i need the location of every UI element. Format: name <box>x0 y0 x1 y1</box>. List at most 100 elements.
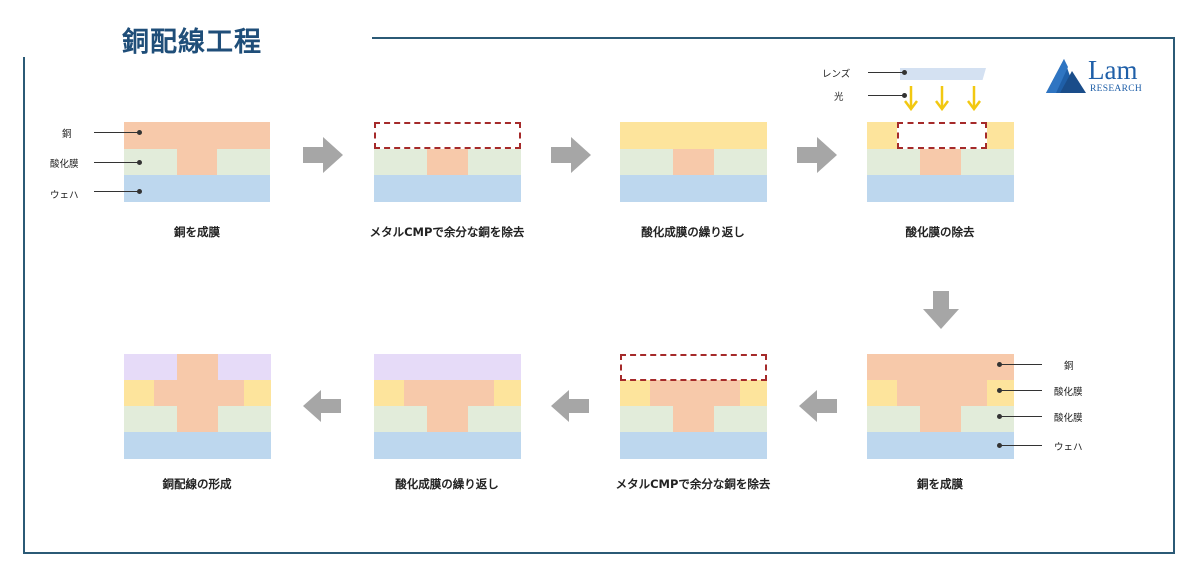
wafer-layer <box>620 175 767 202</box>
label-wafer: ウェハ <box>1054 442 1083 453</box>
arrow-right-icon <box>551 137 591 173</box>
step-7-caption: 酸化成膜の繰り返し <box>395 477 499 491</box>
oxide-layer-right <box>714 149 767 175</box>
wafer-layer <box>124 175 270 202</box>
step-2-caption: メタルCMPで余分な銅を除去 <box>369 225 525 239</box>
label-lens: レンズ <box>822 69 851 80</box>
oxide-layer-left <box>374 149 427 175</box>
step-3-diagram <box>620 122 767 202</box>
leader-dot <box>902 93 907 98</box>
label-copper: 銅 <box>1064 361 1074 372</box>
oxide-layer-right <box>218 406 271 432</box>
step-2-diagram <box>374 122 521 202</box>
leader-dot <box>997 362 1002 367</box>
oxide-second-left <box>374 380 404 406</box>
leader-dot <box>997 443 1002 448</box>
copper-layer <box>124 122 270 149</box>
oxide-second-right <box>987 380 1014 406</box>
top-oxide-left <box>124 354 177 380</box>
frame-right-line <box>1173 37 1175 554</box>
arrow-left-icon <box>551 390 589 422</box>
logo-name: Lam <box>1088 55 1138 85</box>
copper-fill-upper <box>650 380 740 406</box>
copper-fill-upper <box>404 380 494 406</box>
step-6-diagram <box>620 354 767 459</box>
step-8-diagram <box>124 354 271 459</box>
label-wafer: ウェハ <box>50 190 79 201</box>
wafer-layer <box>374 175 521 202</box>
page-title: 銅配線工程 <box>122 27 262 58</box>
leader-line <box>94 162 139 163</box>
frame-top-line <box>372 37 1175 39</box>
copper-fill <box>673 406 714 432</box>
step-3-caption: 酸化成膜の繰り返し <box>641 225 745 239</box>
oxide-layer-right <box>961 149 1014 175</box>
logo-sub: RESEARCH <box>1090 84 1143 94</box>
wafer-layer <box>867 432 1014 459</box>
copper-layer <box>867 354 1014 380</box>
leader-line <box>1000 390 1042 391</box>
wafer-layer <box>620 432 767 459</box>
arrow-down-icon <box>923 291 959 329</box>
oxide-second-left <box>867 380 897 406</box>
oxide-layer-left <box>867 406 920 432</box>
step-4-diagram <box>867 122 1014 202</box>
oxide-layer-left <box>124 406 177 432</box>
oxide-layer-right <box>961 406 1014 432</box>
arrow-left-icon <box>799 390 837 422</box>
oxide-layer-left <box>620 406 673 432</box>
leader-dot <box>137 189 142 194</box>
leader-dot <box>137 160 142 165</box>
arrow-left-icon <box>303 390 341 422</box>
oxide-layer-left <box>867 149 920 175</box>
oxide-layer-left <box>374 406 427 432</box>
arrow-right-icon <box>303 137 343 173</box>
removed-copper-outline <box>620 354 767 381</box>
step-1-caption: 銅を成膜 <box>174 225 220 239</box>
frame-bottom-line <box>23 552 1175 554</box>
light-arrow-icon <box>967 86 981 112</box>
oxide-second-right <box>987 122 1014 149</box>
oxide-second-right <box>244 380 271 406</box>
label-oxide: 酸化膜 <box>50 159 79 170</box>
oxide-layer-right <box>217 149 270 175</box>
arrow-right-icon <box>797 137 837 173</box>
oxide-second-right <box>740 380 767 406</box>
leader-line <box>1000 416 1042 417</box>
copper-fill <box>920 406 961 432</box>
label-light: 光 <box>834 92 844 103</box>
leader-line <box>1000 364 1042 365</box>
oxide-layer-left <box>620 149 673 175</box>
wafer-layer <box>867 175 1014 202</box>
copper-fill-upper <box>897 380 987 406</box>
label-copper: 銅 <box>62 129 72 140</box>
lens-shape <box>900 68 986 80</box>
leader-dot <box>997 388 1002 393</box>
copper-fill <box>177 406 218 432</box>
copper-fill <box>673 149 714 175</box>
step-5-caption: 銅を成膜 <box>917 477 963 491</box>
copper-fill <box>177 149 217 175</box>
copper-fill <box>427 149 468 175</box>
light-arrow-icon <box>904 86 918 112</box>
removed-oxide-outline <box>897 122 987 149</box>
removed-copper-outline <box>374 122 521 149</box>
oxide-layer-right <box>468 149 521 175</box>
step-6-caption: メタルCMPで余分な銅を除去 <box>615 477 771 491</box>
label-oxide-lower: 酸化膜 <box>1054 413 1083 424</box>
copper-fill-upper <box>154 380 244 406</box>
leader-line <box>94 191 139 192</box>
oxide-second-left <box>620 380 650 406</box>
leader-line <box>1000 445 1042 446</box>
leader-dot <box>997 414 1002 419</box>
top-oxide-layer <box>374 354 521 380</box>
oxide-second-left <box>124 380 154 406</box>
oxide-layer-right <box>714 406 767 432</box>
light-arrow-icon <box>935 86 949 112</box>
copper-fill-top <box>177 354 218 380</box>
leader-line <box>868 95 904 96</box>
step-8-caption: 銅配線の形成 <box>162 477 232 491</box>
leader-line <box>94 132 139 133</box>
leader-dot <box>902 70 907 75</box>
step-4-caption: 酸化膜の除去 <box>905 225 975 239</box>
